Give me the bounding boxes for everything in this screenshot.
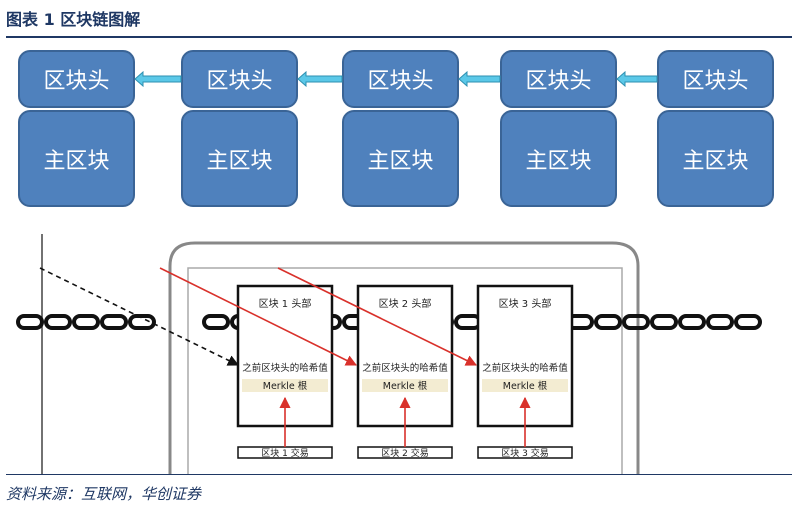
block-header: 区块头 xyxy=(657,50,774,108)
block-header: 区块头 xyxy=(18,50,135,108)
source-note: 资料来源：互联网，华创证券 xyxy=(6,485,202,503)
link-arrow-4 xyxy=(616,71,658,87)
block-header: 区块头 xyxy=(500,50,617,108)
block-2: 区块头 主区块 xyxy=(181,50,298,207)
hash-link-arrow-2 xyxy=(277,267,478,366)
ledger-block-1: 区块 1 头部 之前区块头的哈希值 Merkle 根 区块 1 交易 xyxy=(236,284,334,459)
genesis-dashed-arrow xyxy=(39,267,240,366)
transactions-label: 区块 3 交易 xyxy=(501,447,548,459)
link-arrow-2 xyxy=(297,71,343,87)
device-inner xyxy=(187,267,623,474)
block-3: 区块头 主区块 xyxy=(342,50,459,207)
link-arrow-1 xyxy=(134,71,182,87)
ledger-block-header: 区块 3 头部 xyxy=(499,297,552,310)
block-header: 区块头 xyxy=(342,50,459,108)
ledger-block-header: 区块 1 头部 xyxy=(259,297,312,310)
ledger-block-header: 区块 2 头部 xyxy=(379,297,432,310)
transactions-label: 区块 2 交易 xyxy=(381,447,428,459)
chain-links-left xyxy=(16,314,156,330)
device-frame xyxy=(168,241,640,474)
prev-hash-label: 之前区块头的哈希值 xyxy=(362,362,448,374)
transactions-label: 区块 1 交易 xyxy=(261,447,308,459)
figure-title: 图表 1 区块链图解 xyxy=(6,10,141,29)
block-body: 主区块 xyxy=(657,110,774,207)
block-4: 区块头 主区块 xyxy=(500,50,617,207)
blockchain-chain-diagram: 区块 1 头部 之前区块头的哈希值 Merkle 根 区块 1 交易 区块 2 … xyxy=(16,234,762,474)
block-body: 主区块 xyxy=(342,110,459,207)
block-body: 主区块 xyxy=(181,110,298,207)
source-divider xyxy=(6,474,792,475)
block-body: 主区块 xyxy=(18,110,135,207)
link-arrow-3 xyxy=(458,71,501,87)
prev-hash-label: 之前区块头的哈希值 xyxy=(242,362,328,374)
block-body: 主区块 xyxy=(500,110,617,207)
merkle-root-label: Merkle 根 xyxy=(383,380,428,392)
prev-hash-label: 之前区块头的哈希值 xyxy=(482,362,568,374)
title-divider xyxy=(6,36,792,38)
block-1: 区块头 主区块 xyxy=(18,50,135,207)
hash-link-arrow-1 xyxy=(159,267,358,366)
block-5: 区块头 主区块 xyxy=(657,50,774,207)
block-header: 区块头 xyxy=(181,50,298,108)
merkle-root-label: Merkle 根 xyxy=(503,380,548,392)
merkle-root-label: Merkle 根 xyxy=(263,380,308,392)
